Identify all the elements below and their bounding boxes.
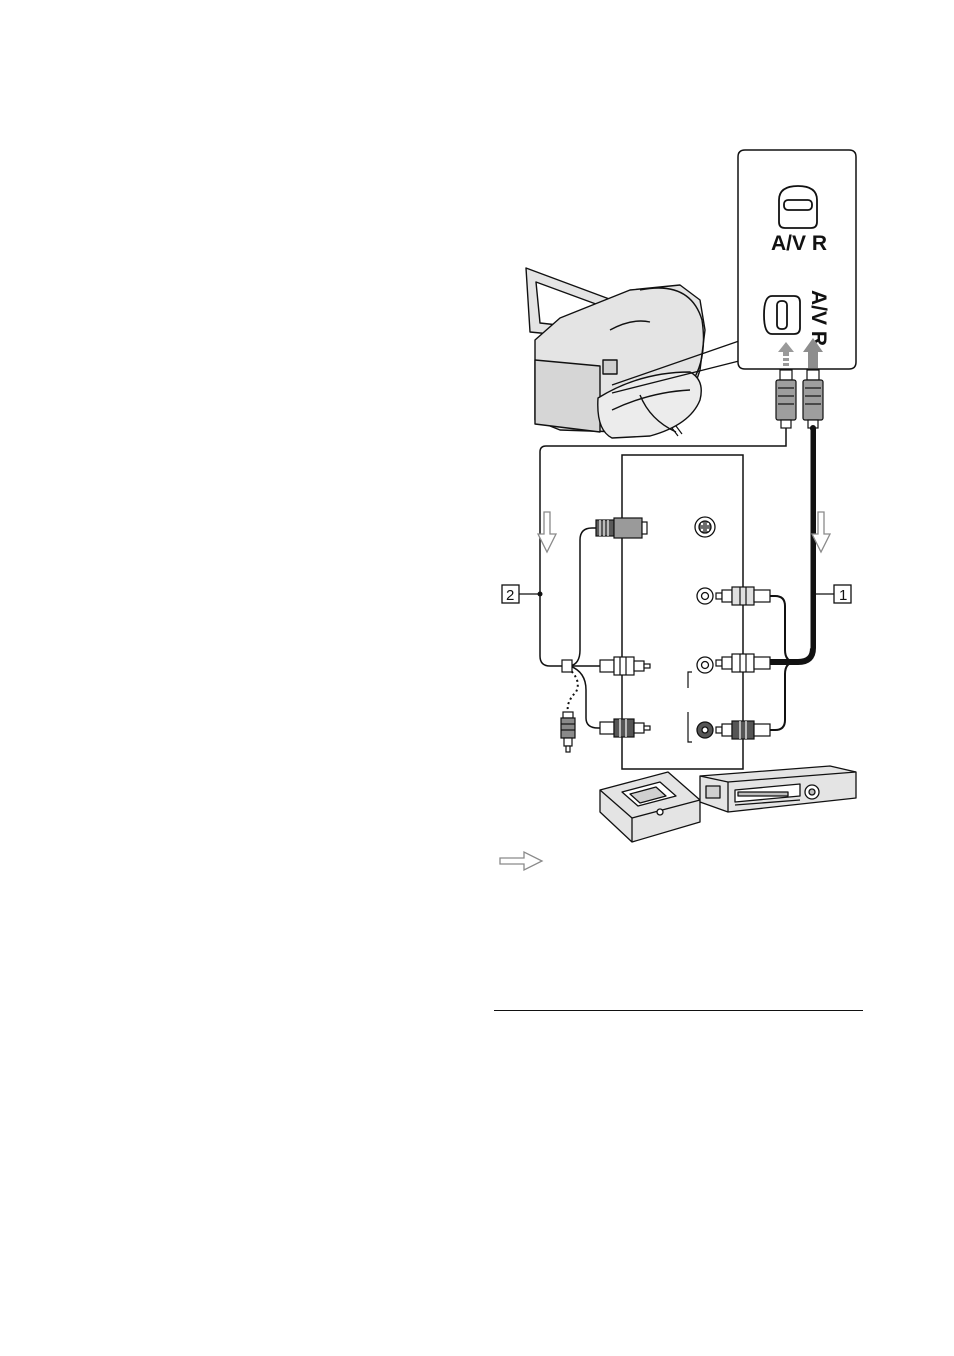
av-remote-connector-icon <box>779 186 817 228</box>
cable-1-number: 1 <box>839 587 847 604</box>
vcr-icon <box>700 766 856 812</box>
av-remote-plug-icon <box>776 370 796 428</box>
recording-device-panel <box>622 455 743 769</box>
dvd-recorder-icon <box>600 772 700 842</box>
rca-plug-icon <box>716 587 770 605</box>
rca-jack-icon <box>697 588 713 604</box>
cable-2 <box>540 428 786 728</box>
rca-plug-icon <box>600 657 650 675</box>
top-port-label: A/V R <box>771 232 827 255</box>
s-video-port-icon <box>695 517 715 537</box>
audio-jack-bracket <box>688 672 692 742</box>
camcorder-icon <box>526 268 705 438</box>
cable-2-dotted-branch <box>568 668 578 712</box>
cable-2-number: 2 <box>506 587 514 604</box>
rca-plug-icon <box>716 721 770 739</box>
rca-plug-icon <box>716 654 770 672</box>
cable-splitter <box>562 660 572 672</box>
cable-2-label: 2 <box>502 585 543 604</box>
side-port-label: A/V R <box>807 290 830 346</box>
cable-1-label: 1 <box>811 585 852 604</box>
rca-plug-icon <box>561 712 575 752</box>
rca-plug-icon <box>600 719 650 737</box>
rca-jack-icon <box>697 657 713 673</box>
rca-jack-icon <box>697 722 713 738</box>
av-remote-plug-icon <box>803 370 823 428</box>
cable-1 <box>770 428 813 730</box>
section-divider <box>494 1010 863 1011</box>
connector-callout: A/V R A/V R <box>738 150 856 369</box>
s-video-plug-icon <box>596 518 647 538</box>
signal-flow-arrow-icon <box>500 852 542 870</box>
av-remote-connector-icon <box>764 296 800 334</box>
